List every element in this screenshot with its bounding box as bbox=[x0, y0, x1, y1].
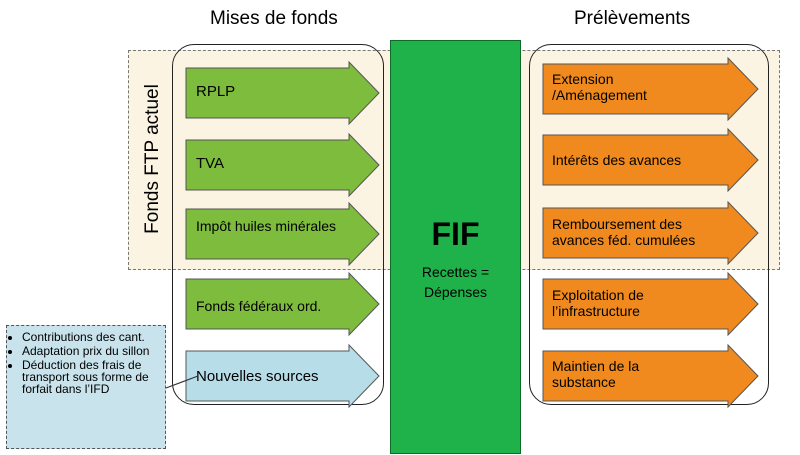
arrow-tva bbox=[185, 132, 380, 198]
arrow-federal-funds bbox=[185, 271, 380, 337]
funding-label-tva: TVA bbox=[196, 155, 225, 172]
note-item-path-price: Adaptation prix du sillon bbox=[22, 345, 161, 357]
withdrawal-label-extension: Extension /Aménagement bbox=[552, 71, 647, 103]
arrow-interest bbox=[542, 127, 759, 193]
withdrawals-group-box bbox=[529, 44, 769, 405]
withdrawal-label-interest: Intérêts des avances bbox=[552, 152, 682, 168]
funding-label-federal-funds: Fonds fédéraux ord. bbox=[196, 298, 322, 314]
funding-label-new-sources: Nouvelles sources bbox=[196, 368, 319, 385]
fif-title: FIF bbox=[431, 216, 480, 252]
fif-fund-block: FIF Recettes = Dépenses bbox=[390, 40, 521, 454]
funding-header: Mises de fonds bbox=[210, 8, 338, 29]
arrow-repayment bbox=[542, 200, 759, 266]
new-sources-note: Contributions des cant. Adaptation prix … bbox=[6, 325, 166, 449]
withdrawal-label-maintenance: Maintien de la substance bbox=[552, 358, 640, 390]
arrow-operation bbox=[542, 271, 759, 337]
fif-subtitle-line1: Recettes = bbox=[421, 264, 490, 280]
withdrawal-label-repayment: Remboursement des avances féd. cumulées bbox=[552, 216, 696, 248]
arrow-rplp bbox=[185, 60, 380, 126]
arrow-mineral-oil-tax bbox=[185, 201, 380, 267]
fif-subtitle-line2: Dépenses bbox=[423, 284, 488, 300]
note-item-contributions: Contributions des cant. bbox=[22, 331, 161, 343]
arrow-new-sources bbox=[185, 343, 380, 409]
funding-label-mineral-oil-tax: Impôt huiles minérales bbox=[196, 218, 337, 234]
arrow-maintenance bbox=[542, 343, 759, 409]
withdrawal-label-operation: Exploitation de l’infrastructure bbox=[552, 287, 644, 319]
funding-label-rplp: RPLP bbox=[196, 83, 236, 100]
note-item-transport-deduction: Déduction des frais de transport sous fo… bbox=[22, 359, 161, 395]
funding-group-box bbox=[172, 44, 384, 405]
note-connector-line bbox=[165, 375, 199, 389]
withdrawals-header: Prélèvements bbox=[574, 8, 691, 29]
arrow-extension bbox=[542, 56, 759, 122]
fif-subtitle: Recettes = Dépenses bbox=[391, 262, 520, 302]
